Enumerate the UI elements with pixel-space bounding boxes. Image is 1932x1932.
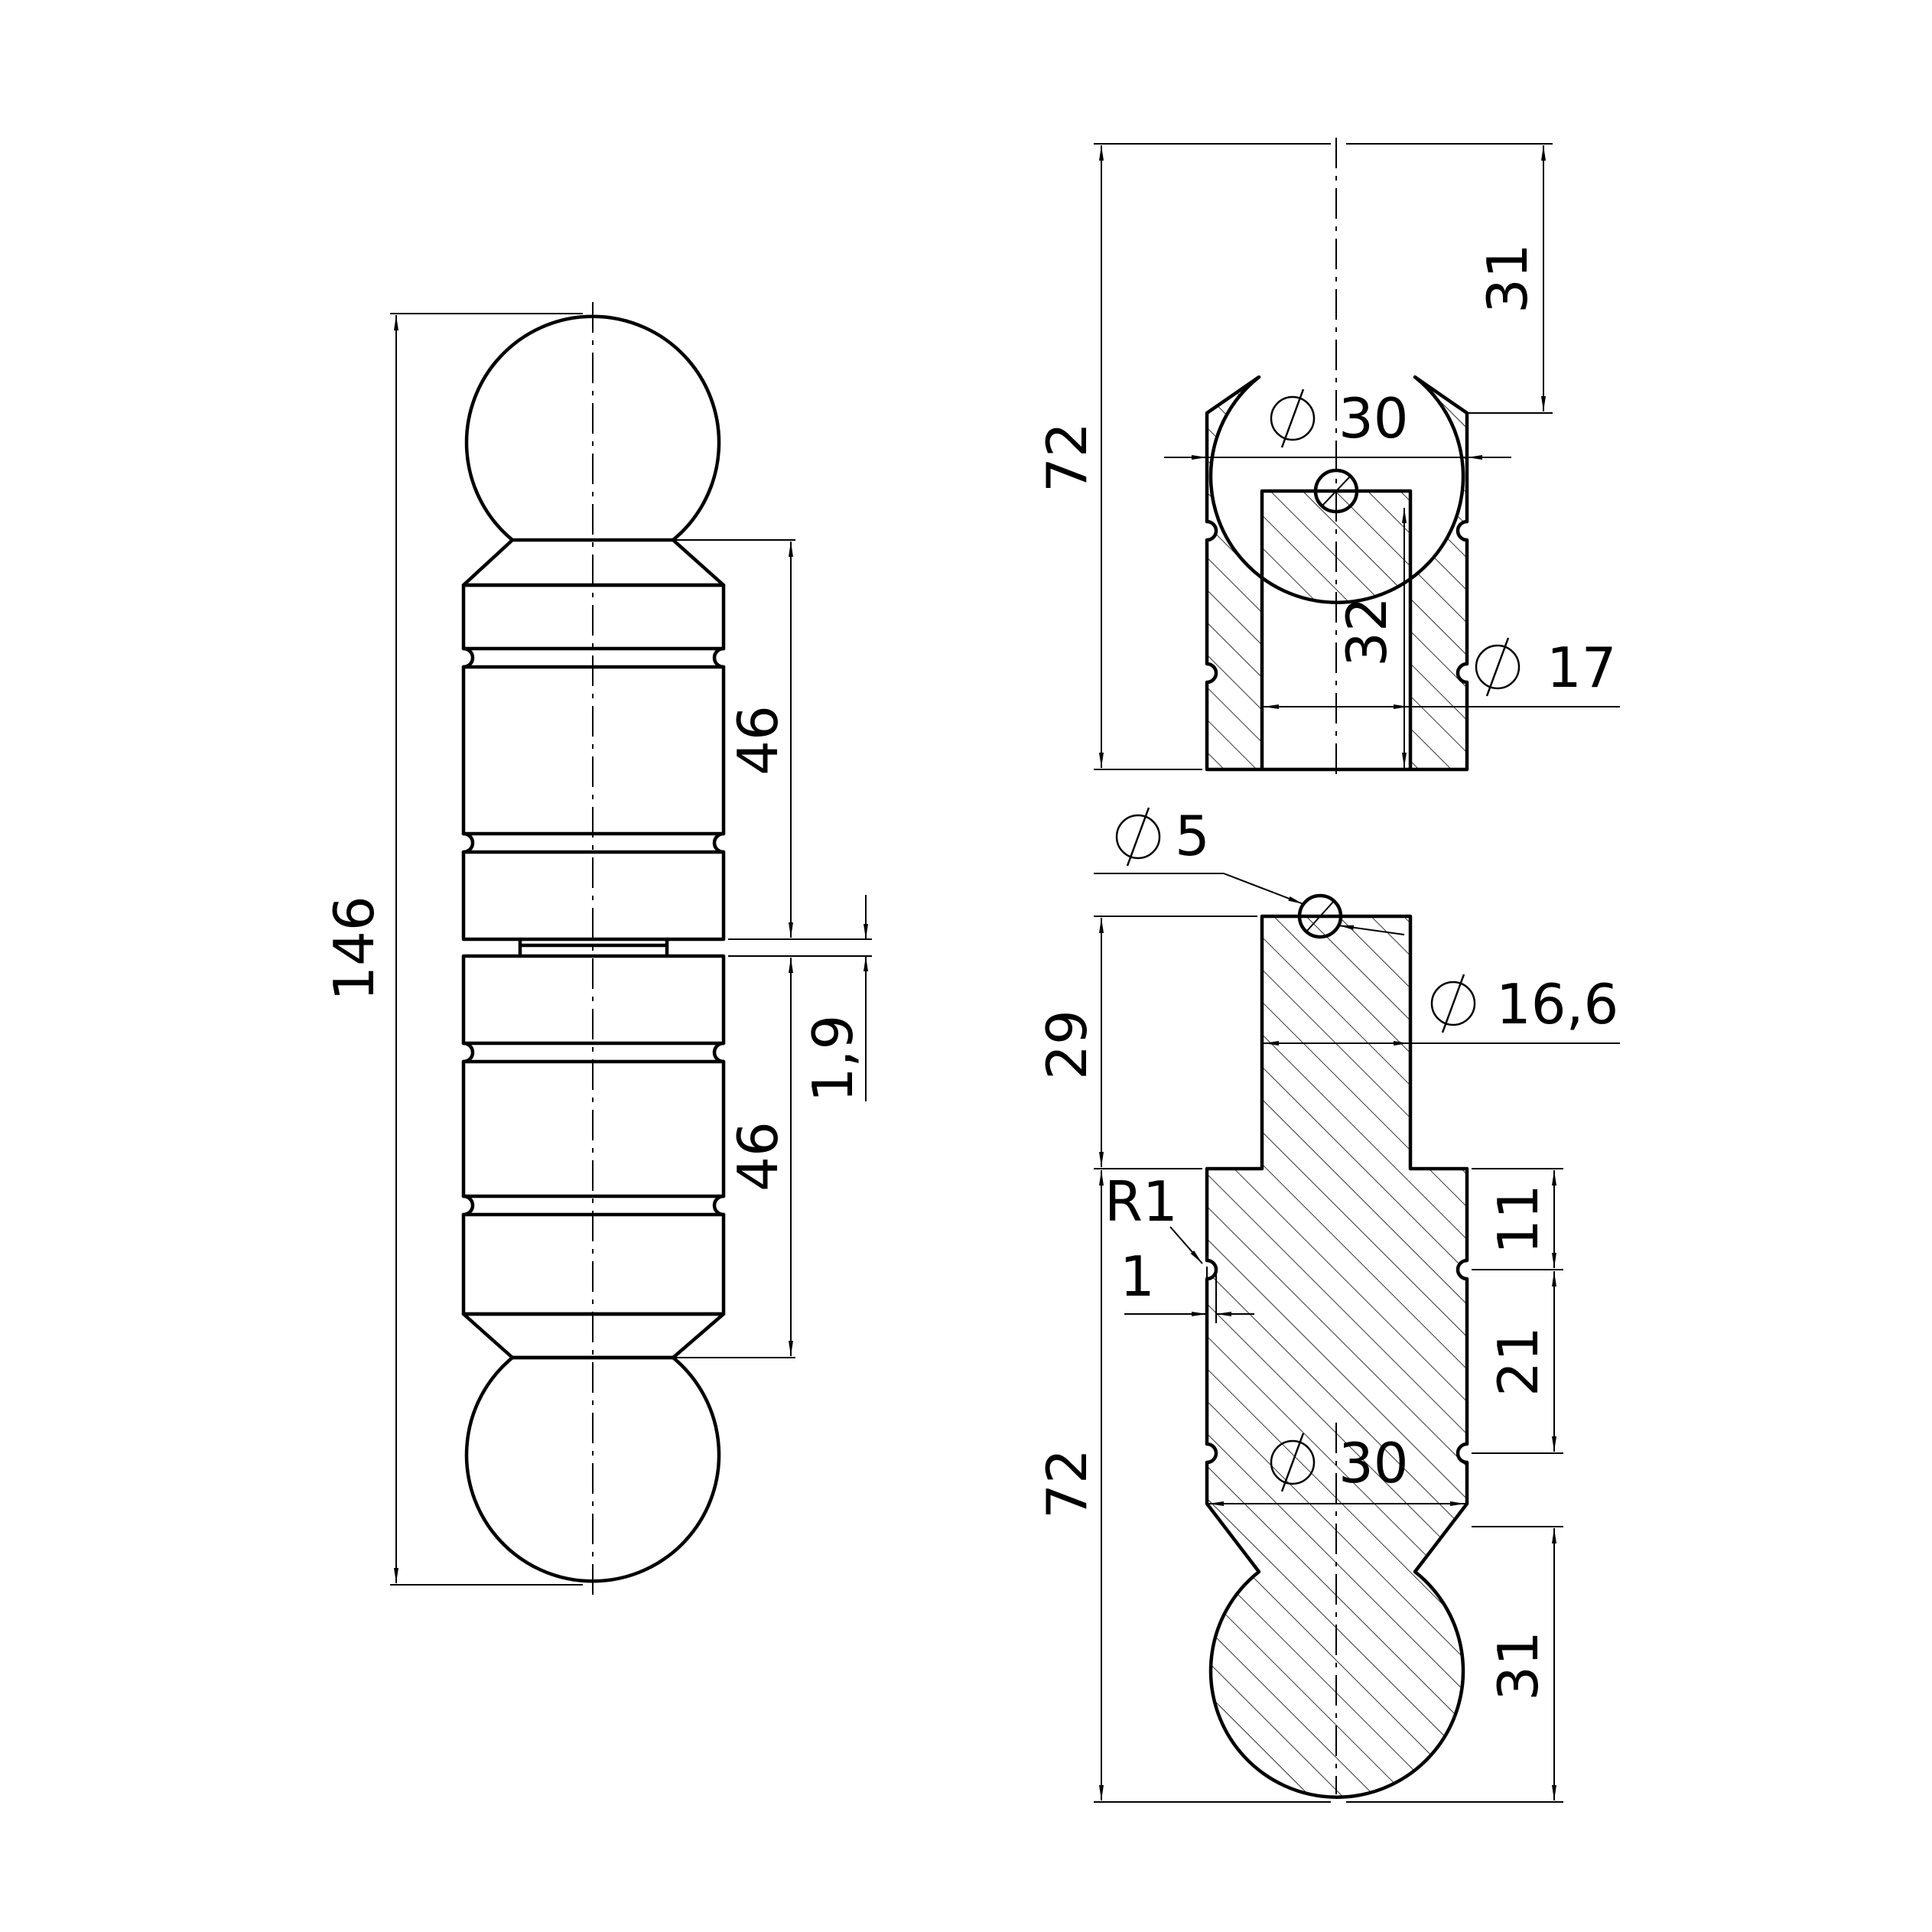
- upper-section-body: [1205, 375, 1469, 772]
- dim-text-46-upper: 46: [726, 705, 790, 776]
- dim-text-31-upper: 31: [1475, 243, 1540, 314]
- dim-46-lower: 46: [673, 958, 795, 1358]
- dim-46-upper: 46: [673, 539, 872, 940]
- dim-text-30-lower: 30: [1338, 1431, 1409, 1495]
- dim-31-upper: 31: [1346, 143, 1553, 414]
- dim-1-9: 1,9: [728, 895, 872, 1102]
- dim-text-72-lower: 72: [1035, 1449, 1099, 1519]
- dim-11-21: 11 21: [1472, 1168, 1563, 1454]
- dim-text-46-lower: 46: [726, 1121, 790, 1192]
- dim-72-lower: 72: [1035, 1170, 1331, 1803]
- dim-dia-16-6: 16,6: [1264, 972, 1620, 1046]
- dim-text-29: 29: [1035, 1010, 1099, 1080]
- dim-text-17: 17: [1547, 636, 1617, 700]
- dim-text-31-lower: 31: [1486, 1631, 1550, 1701]
- lower-section-view: 5 16,6 29 R1 1: [1035, 804, 1620, 1803]
- upper-section-view: 72 31 30 32 17: [1035, 138, 1620, 782]
- front-view: 146 46 1,9 46: [322, 302, 872, 1599]
- dim-text-146: 146: [322, 896, 386, 1000]
- dim-dia-30-upper: 30: [1164, 386, 1511, 460]
- diameter-symbol: [1430, 981, 1476, 1026]
- dim-29: 29: [1035, 916, 1257, 1169]
- pin-head: [1297, 893, 1343, 939]
- dim-text-11: 11: [1486, 1184, 1550, 1254]
- dim-text-1: 1: [1120, 1244, 1155, 1309]
- dim-text-1-9: 1,9: [801, 1015, 865, 1103]
- dim-32: 32: [1335, 508, 1407, 768]
- dim-text-16-6: 16,6: [1496, 972, 1618, 1036]
- diameter-symbol: [1270, 1439, 1316, 1485]
- dim-groove: R1 1: [1104, 1169, 1254, 1323]
- dim-dia-5: 5: [1094, 804, 1405, 935]
- dim-text-21: 21: [1486, 1326, 1550, 1397]
- dim-text-32: 32: [1335, 597, 1399, 667]
- dim-72-upper: 72: [1035, 143, 1331, 770]
- diameter-symbol: [1270, 395, 1316, 441]
- dim-text-r1: R1: [1104, 1169, 1178, 1234]
- dim-31-lower: 31: [1346, 1526, 1563, 1803]
- dim-text-72-upper: 72: [1035, 422, 1099, 493]
- dim-text-30-upper: 30: [1338, 386, 1409, 450]
- diameter-symbol: [1115, 814, 1161, 860]
- diameter-symbol: [1475, 644, 1521, 690]
- dim-dia-30-lower: 30: [1208, 1431, 1465, 1506]
- dim-146: 146: [322, 313, 583, 1586]
- lower-section-body: [1205, 914, 1469, 1799]
- dim-text-5: 5: [1175, 804, 1210, 868]
- dim-dia-17: 17: [1264, 636, 1620, 709]
